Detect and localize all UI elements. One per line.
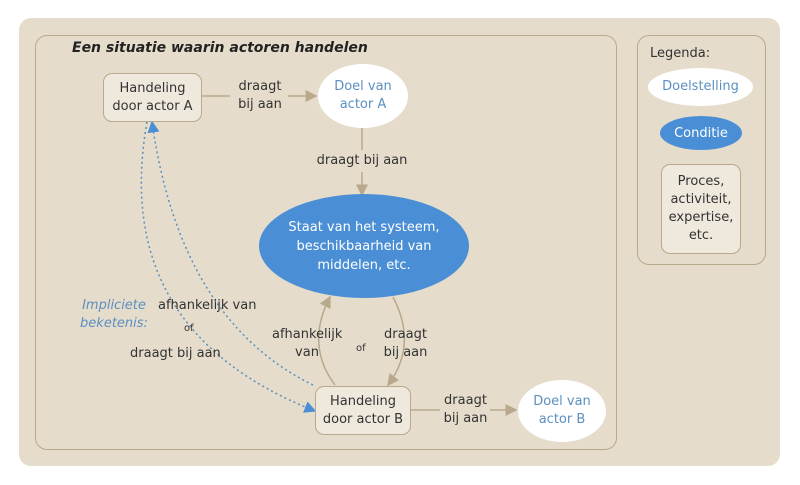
implicit-or-label: of [184, 323, 194, 334]
edge-label-b-depends: afhankelijk van [272, 327, 343, 360]
node-goal-a: Doel van actor A [318, 64, 408, 128]
legend-goal: Doelstelling [648, 68, 753, 106]
legend-condition: Conditie [660, 116, 742, 150]
legend-frame [637, 35, 766, 265]
node-goal-b: Doel van actor B [518, 380, 606, 442]
implicit-contributes-label: draagt bij aan [130, 346, 221, 361]
edge-label-b-contributes: draagt bij aan [383, 327, 428, 360]
edge-label-b-goal: draagt bij aan [443, 393, 488, 426]
legend-title: Legenda: [650, 46, 711, 61]
node-action-b: Handeling door actor B [315, 386, 411, 435]
node-action-a: Handeling door actor A [103, 73, 202, 122]
diagram-title: Een situatie waarin actoren handelen [72, 40, 368, 56]
edge-label-goal-system: draagt bij aan [316, 153, 408, 168]
implicit-depends-label: afhankelijk van [158, 298, 257, 313]
situation-frame [35, 35, 617, 450]
edge-label-a-goal: draagt bij aan [238, 79, 282, 112]
legend-process: Proces, activiteit, expertise, etc. [661, 164, 741, 254]
node-system-state: Staat van het systeem, beschikbaarheid v… [259, 194, 469, 298]
implicit-chain-label: Impliciete beketenis: [80, 298, 148, 331]
edge-label-or: of [356, 343, 366, 354]
